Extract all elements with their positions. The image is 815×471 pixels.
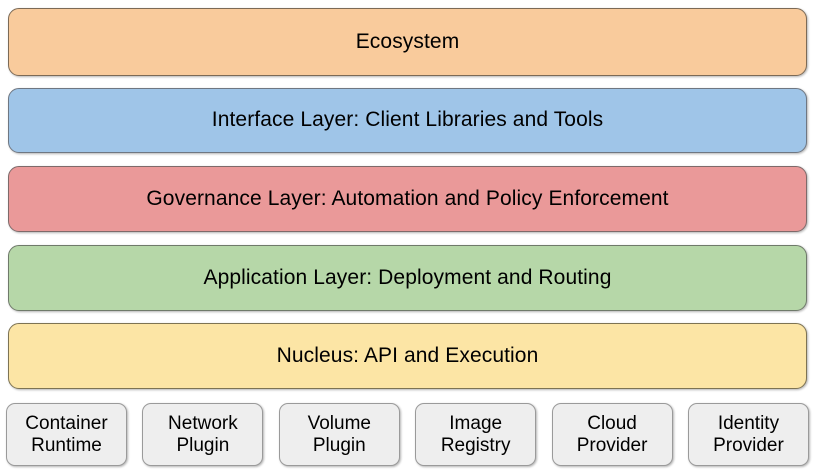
layer-nucleus-label: Nucleus: API and Execution xyxy=(276,343,539,367)
component-volume-plugin: Volume Plugin xyxy=(278,403,400,466)
layer-interface-label: Interface Layer: Client Libraries and To… xyxy=(211,108,604,132)
layer-application: Application Layer: Deployment and Routin… xyxy=(8,245,807,311)
component-image-registry-label: Image Registry xyxy=(440,413,511,456)
component-container-runtime-label: Container Runtime xyxy=(25,413,108,456)
component-cloud-provider: Cloud Provider xyxy=(551,403,673,466)
component-identity-provider: Identity Provider xyxy=(687,403,809,466)
layer-nucleus: Nucleus: API and Execution xyxy=(8,323,807,389)
layer-interface: Interface Layer: Client Libraries and To… xyxy=(8,88,807,153)
layer-governance-label: Governance Layer: Automation and Policy … xyxy=(146,186,669,210)
layer-ecosystem-label: Ecosystem xyxy=(355,29,460,53)
component-network-plugin: Network Plugin xyxy=(142,403,264,466)
component-network-plugin-label: Network Plugin xyxy=(168,413,238,456)
component-row: Container Runtime Network Plugin Volume … xyxy=(6,403,809,466)
component-identity-provider-label: Identity Provider xyxy=(713,413,784,456)
layer-application-label: Application Layer: Deployment and Routin… xyxy=(203,265,612,289)
component-container-runtime: Container Runtime xyxy=(6,403,127,466)
component-cloud-provider-label: Cloud Provider xyxy=(576,413,648,456)
component-volume-plugin-label: Volume Plugin xyxy=(307,413,371,456)
component-image-registry: Image Registry xyxy=(415,403,537,466)
layer-governance: Governance Layer: Automation and Policy … xyxy=(8,166,807,232)
layer-ecosystem: Ecosystem xyxy=(8,8,807,76)
